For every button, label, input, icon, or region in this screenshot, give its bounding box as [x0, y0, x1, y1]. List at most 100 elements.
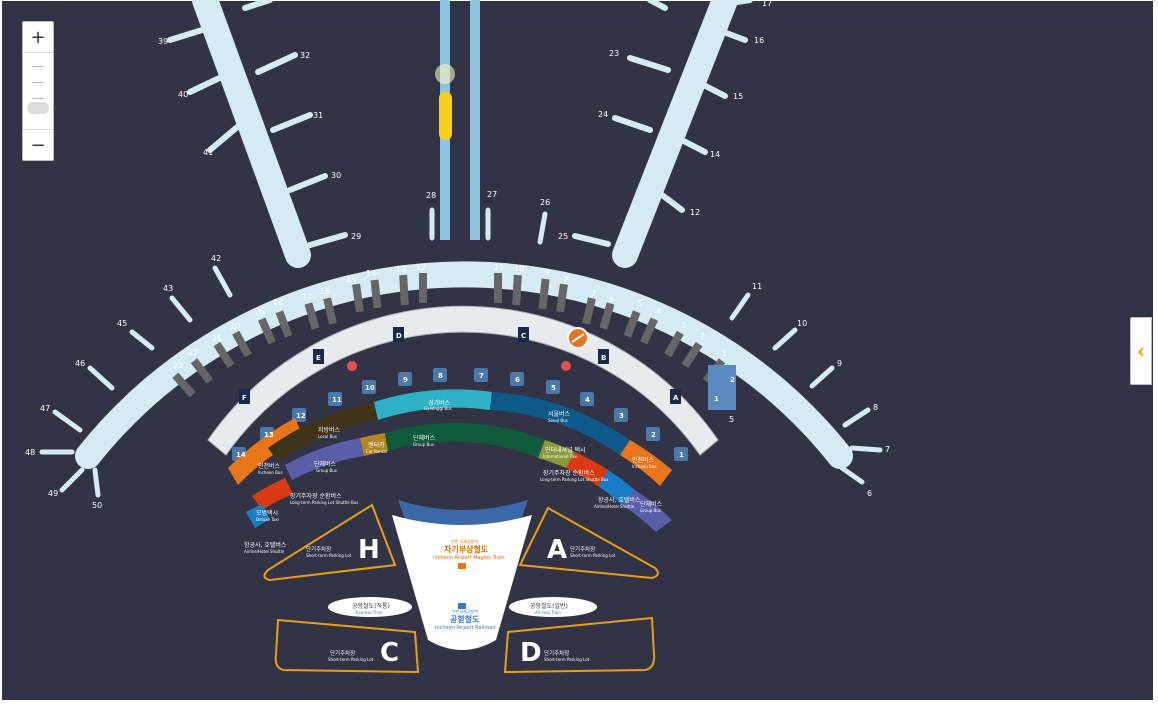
parking-c-label-en: Short-term Parking Lot	[328, 657, 374, 662]
gyeonggi-bus-label-en: Gyeonggi Bus	[424, 406, 452, 411]
counter-label: 8	[564, 275, 569, 284]
gate-label: 42	[211, 254, 221, 263]
gate-label: 47	[40, 404, 50, 413]
gate-label: 46	[75, 359, 85, 368]
hotel-shuttle-right-label-en: Airline/Hotel Shuttle	[594, 504, 635, 509]
exit-label: 8	[438, 372, 443, 380]
gate-label: 41	[203, 148, 213, 157]
gate-label: 8	[873, 403, 878, 412]
parking-a: A 단기주차장 Short-term Parking Lot	[547, 535, 616, 565]
counter-label: 15	[346, 275, 356, 284]
deluxe-taxi-label-en: Deluxe Taxi	[256, 517, 279, 522]
zone-label: C	[521, 332, 526, 340]
bus-labels: 지방버스 Local Bus 경기버스 Gyeonggi Bus 서울버스 Se…	[244, 399, 663, 554]
counter-label: 17	[302, 293, 312, 302]
incheon-bus-left-label: 인천버스	[258, 462, 281, 470]
parking-c-letter: C	[380, 638, 399, 668]
gate-labels-center: 28 27 26	[426, 190, 550, 207]
maglev-station: 인천 국제공항역 자기부상철도 Incheon Airport Maglev T…	[433, 538, 505, 561]
gate-label: 17	[762, 0, 772, 8]
counter-label: 14	[366, 269, 376, 278]
parking-a-label-en: Short-term Parking Lot	[570, 553, 616, 558]
gate-label: 49	[48, 489, 58, 498]
group-bus-center-label-en: Group Bus	[413, 442, 434, 447]
gate-label: 32	[300, 51, 310, 60]
transport-center	[328, 500, 597, 650]
gate-label: 50	[92, 501, 102, 510]
panel-toggle-button[interactable]: ‹	[1130, 317, 1152, 385]
counter-label: 12	[416, 263, 426, 272]
local-bus-label: 지방버스	[318, 426, 341, 434]
exit-label: 10	[365, 384, 375, 392]
zone-markers: F E D C B A	[239, 327, 681, 404]
counter-label: 6	[609, 295, 614, 304]
gate-label: 39	[158, 37, 168, 46]
counter-label: 21	[212, 334, 222, 343]
gate-labels-right-concourse: 17 16 15 14 12 23 24 25	[558, 0, 772, 241]
counter-label: 9	[545, 268, 550, 277]
gate-label: 24	[598, 110, 608, 119]
gate-label: 12	[690, 208, 700, 217]
parking-lots	[263, 503, 659, 674]
longterm-shuttle-right-label-en: Long-term Parking Lot Shuttle Bus	[540, 477, 608, 482]
counter-label: 3	[681, 321, 686, 330]
gate-label: 7	[885, 445, 890, 454]
longterm-shuttle-left-label: 장기주차장 순환버스	[290, 492, 342, 500]
zoom-slider[interactable]	[27, 54, 49, 128]
zoom-control: + −	[22, 21, 54, 161]
parking-d-label-en: Short-term Parking Lot	[544, 657, 590, 662]
parking-c: C 단기주차장 Short-term Parking Lot	[328, 638, 399, 668]
gyeonggi-bus-label: 경기버스	[428, 399, 451, 407]
international-taxi-label-en: International Taxi	[543, 454, 578, 459]
counter-labels-right: 11 10 9 8 7 6 5 4 3 2 1	[494, 263, 727, 358]
counter-label: 19	[254, 309, 264, 318]
counter-label: 10	[514, 264, 524, 273]
seoul-bus-label-en: Seoul Bus	[548, 418, 568, 423]
longterm-shuttle-right-label: 장기주차장 순환버스	[543, 469, 595, 477]
exit-label: 6	[515, 376, 520, 384]
zoom-slider-handle[interactable]	[27, 102, 49, 114]
exit-doors	[232, 365, 736, 461]
gate-label: 26	[540, 198, 550, 207]
zone-label: F	[242, 394, 247, 402]
airport-railroad-small: 인천국제공항역	[452, 608, 478, 614]
gate-label: 27	[487, 190, 497, 199]
gate-label: 10	[797, 319, 807, 328]
parking-d-label: 단기주차장	[544, 649, 569, 657]
zone-label: B	[601, 354, 606, 362]
zoom-out-button[interactable]: −	[23, 129, 53, 160]
counter-label: 23	[173, 361, 183, 370]
airport-railroad-station: 인천국제공항역 공항철도 Incheon Airport Railroad	[435, 608, 496, 631]
car-rental-label-en: Car Rental	[366, 449, 387, 454]
gate-label: 48	[25, 448, 35, 457]
gate-label: 14	[710, 150, 720, 159]
exit-label: 7	[479, 372, 484, 380]
group-bus-right-label-en: Group Bus	[640, 508, 661, 513]
group-bus-right-label: 단체버스	[640, 500, 663, 508]
allstop-train-label-en: All-stop Train	[535, 610, 561, 615]
counter-label: 5	[637, 299, 642, 308]
parking-h-letter: H	[358, 535, 380, 565]
exit-label: 2	[730, 376, 735, 384]
counter-label: 11	[494, 263, 504, 272]
gate-labels-main-right: 11 10 9 8 7 6 5	[729, 282, 890, 498]
hotel-shuttle-right-label: 항공사, 호텔버스	[598, 496, 641, 504]
parking-h-label-en: Short-term Parking Lot	[306, 553, 352, 558]
location-pin-icon[interactable]	[567, 327, 589, 349]
info-marker-icon[interactable]	[347, 361, 357, 371]
parking-d: D 단기주차장 Short-term Parking Lot	[520, 638, 590, 668]
zone-label: E	[316, 354, 321, 362]
zoom-in-button[interactable]: +	[23, 22, 53, 53]
chevron-left-icon: ‹	[1136, 339, 1146, 363]
exit-label: 5	[551, 384, 556, 392]
exit-label: 2	[651, 431, 656, 439]
seoul-bus-label: 서울버스	[548, 410, 571, 418]
gate-label: 28	[426, 191, 436, 200]
exit-label: 4	[585, 396, 590, 404]
maglev-station-label: 자기부상철도	[444, 544, 489, 554]
transport-bands	[228, 389, 672, 532]
counter-label: 20	[230, 322, 240, 331]
airport-railroad-label: 공항철도	[450, 614, 480, 624]
info-marker-icon[interactable]	[561, 361, 571, 371]
